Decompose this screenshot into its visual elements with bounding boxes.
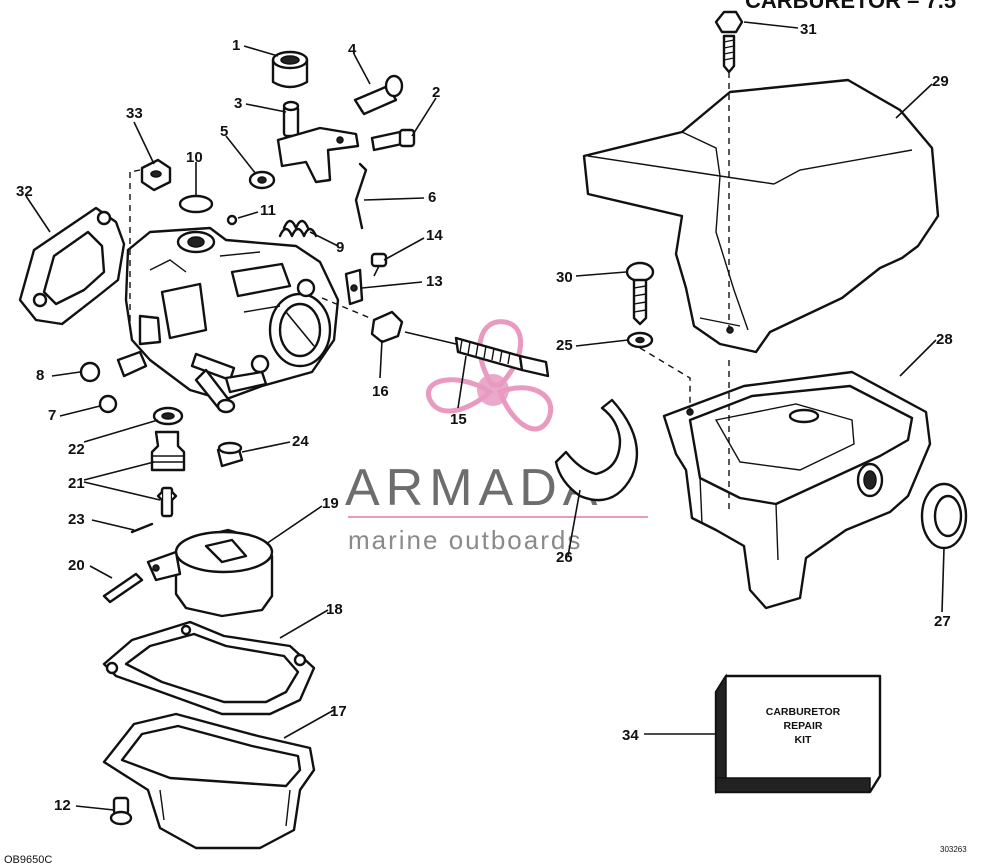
callout-22: 22 [68, 441, 85, 458]
callout-9: 9 [336, 239, 344, 256]
callout-14: 14 [426, 227, 443, 244]
watermark-tagline: marine outboards [348, 525, 582, 555]
callout-23: 23 [68, 511, 85, 528]
callout-15: 15 [450, 411, 467, 428]
callout-30: 30 [556, 269, 573, 286]
callout-3: 3 [234, 95, 242, 112]
callout-6: 6 [428, 189, 436, 206]
callout-13: 13 [426, 273, 443, 290]
callout-10: 10 [186, 149, 203, 166]
part-10-plug [178, 194, 214, 214]
part-22-washer [152, 406, 184, 426]
part-27-grommet [920, 482, 968, 550]
part-12-drain-screw [109, 796, 133, 826]
part-19-float [146, 528, 274, 618]
part-11-ball [226, 214, 238, 226]
part-29-silencer-cover [582, 78, 940, 354]
callout-25: 25 [556, 337, 573, 354]
kit-label-line3: KIT [795, 734, 813, 746]
callout-21: 21 [68, 475, 85, 492]
armada-logo-icon [425, 319, 553, 432]
leader-lines [25, 21, 945, 811]
part-1-cap [271, 50, 309, 89]
part-24-plug [216, 441, 244, 468]
part-18-bowl-gasket [102, 620, 316, 716]
callout-28: 28 [936, 331, 953, 348]
part-15-needle-valve [404, 331, 550, 378]
part-26-seal [554, 398, 639, 502]
callout-27: 27 [934, 613, 951, 630]
part-4-screw [353, 74, 404, 116]
part-28-silencer-base [662, 370, 932, 610]
part-16-packing-nut [370, 310, 404, 344]
callout-20: 20 [68, 557, 85, 574]
callout-7: 7 [48, 407, 56, 424]
part-21-inlet-needle-seat [150, 430, 186, 518]
part-13-bracket [344, 268, 364, 306]
callout-1: 1 [232, 37, 240, 54]
part-33-nut [140, 158, 172, 192]
callout-16: 16 [372, 383, 389, 400]
diagram-title: CARBURETOR – 7.5 [745, 0, 956, 13]
callout-26: 26 [556, 549, 573, 566]
callout-34: 34 [622, 727, 639, 744]
part-14-screw [370, 252, 388, 277]
part-25-washer [626, 331, 654, 349]
part-30-screw [625, 261, 655, 326]
footer-right-code: 303263 [940, 845, 967, 854]
kit-label-line2: REPAIR [784, 720, 823, 732]
callout-18: 18 [326, 601, 343, 618]
callout-29: 29 [932, 73, 949, 90]
callout-31: 31 [800, 21, 817, 38]
callout-11: 11 [260, 202, 276, 219]
part-17-float-bowl [102, 712, 316, 850]
kit-label-line1: CARBURETOR [766, 706, 841, 718]
callout-33: 33 [126, 105, 143, 122]
alignment-lines [129, 72, 730, 512]
part-3-throttle-lever [276, 100, 360, 184]
callout-numbers: 1 2 3 4 5 6 7 8 9 10 11 12 13 14 15 16 1… [16, 21, 953, 814]
part-6-link-rod [354, 162, 368, 230]
callout-24: 24 [292, 433, 309, 450]
part-32-gasket [18, 206, 126, 326]
part-34-repair-kit: CARBURETOR REPAIR KIT [714, 673, 882, 795]
callout-19: 19 [322, 495, 339, 512]
callout-12: 12 [54, 797, 71, 814]
part-7-ball [98, 394, 118, 414]
carburetor-body [116, 226, 340, 414]
part-5-washer [248, 170, 276, 190]
part-2-screw [370, 128, 416, 152]
part-31-screw [714, 10, 744, 74]
footer-left-code: OB9650C [4, 854, 52, 865]
watermark-brand: ARMADA [345, 459, 603, 517]
callout-32: 32 [16, 183, 33, 200]
callout-8: 8 [36, 367, 44, 384]
callout-2: 2 [432, 84, 440, 101]
part-20-float-pin [102, 572, 144, 604]
callout-4: 4 [348, 41, 357, 58]
part-23-pin [130, 522, 154, 534]
part-9-spring [278, 219, 318, 238]
callout-17: 17 [330, 703, 347, 720]
part-8-ring [79, 361, 101, 383]
callout-5: 5 [220, 123, 228, 140]
